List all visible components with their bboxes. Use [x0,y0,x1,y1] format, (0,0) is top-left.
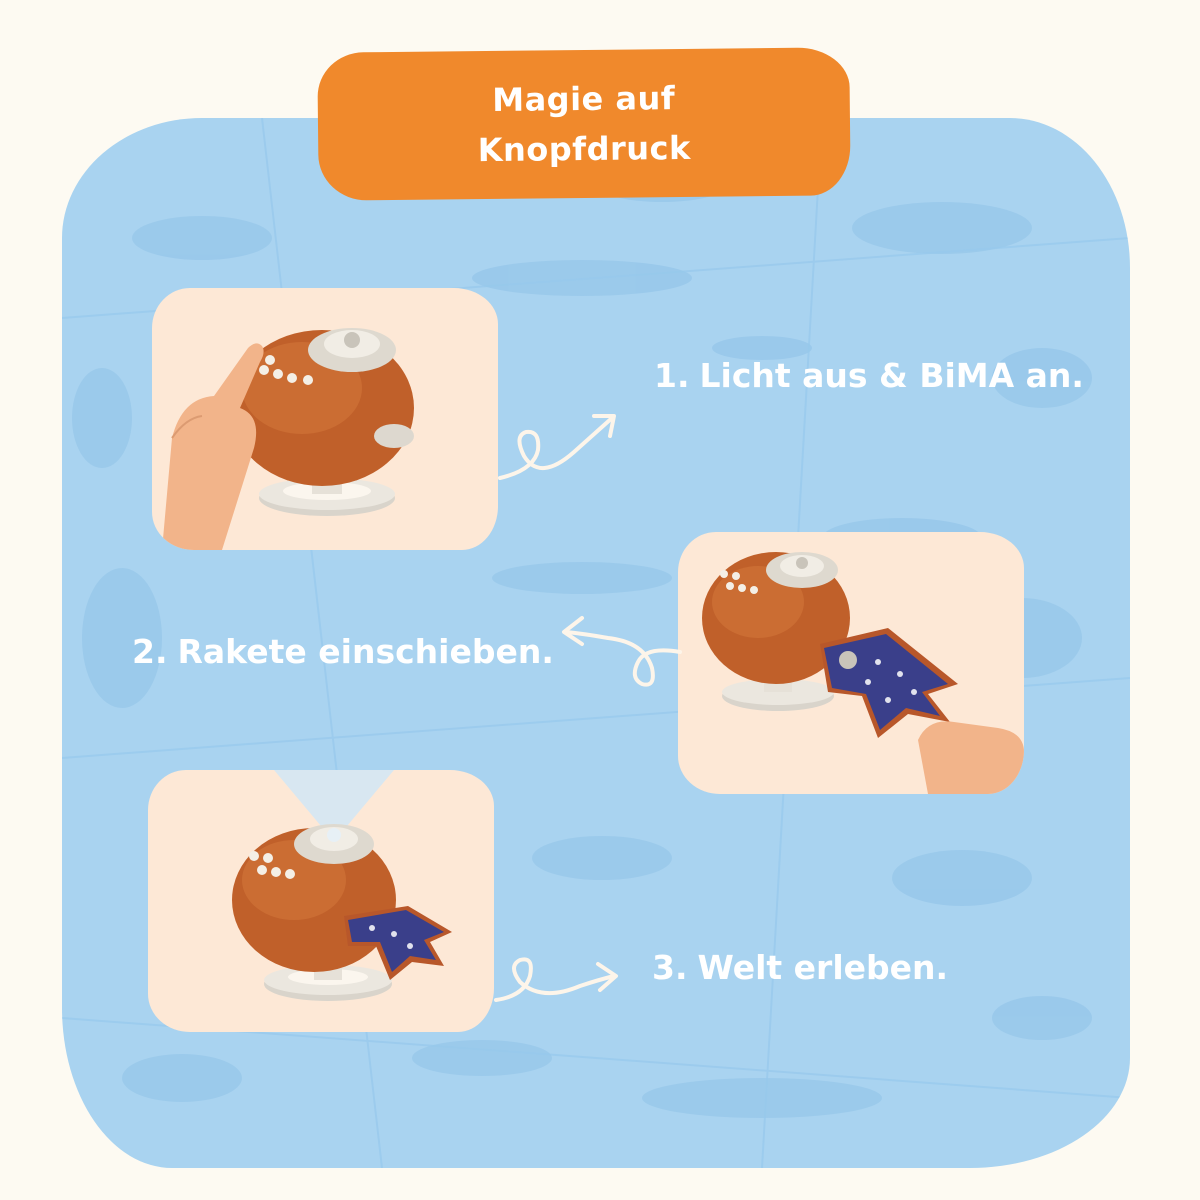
step-1-text: Licht aus & BiMA an. [699,356,1084,395]
step-2-number: 2. [132,632,168,671]
step-3-card [148,770,494,1032]
step-1-number: 1. [654,356,690,395]
title-line-2: Knopfdruck [477,128,692,170]
step-3-label: 3. Welt erleben. [652,948,948,987]
hand-pointer-icon [162,343,264,550]
step-3-number: 3. [652,948,688,987]
step-1-label: 1. Licht aus & BiMA an. [654,356,1084,395]
title-line-1: Magie auf [492,79,676,119]
projector-device-icon [162,328,414,550]
step-2-card [678,532,1024,794]
step-1-card [152,288,498,550]
step-2-text: Rakete einschieben. [177,632,554,671]
curly-arrow-icon [562,616,682,687]
curly-arrow-icon [494,957,618,1002]
projector-device-icon [232,770,452,1001]
projector-device-icon [702,552,1024,794]
rocket-cartridge-icon [344,906,452,980]
rocket-cartridge-icon [820,628,958,738]
step-2-label: 2. Rakete einschieben. [132,632,554,671]
title-badge: Magie auf Knopfdruck [317,47,851,201]
curly-arrow-icon [498,414,616,480]
step-3-text: Welt erleben. [697,948,949,987]
